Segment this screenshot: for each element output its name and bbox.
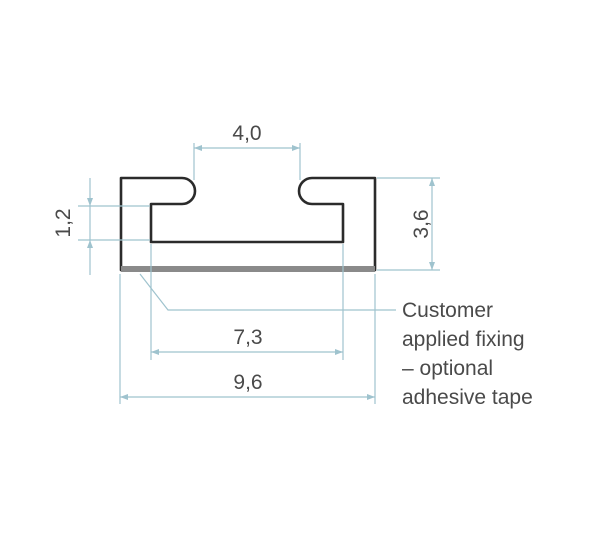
profile-outline xyxy=(119,176,377,272)
total-height-label: 3,6 xyxy=(410,209,433,238)
inner-width-label: 7,3 xyxy=(233,326,262,349)
callout-line-2: applied fixing xyxy=(402,328,525,351)
callout-line-4: adhesive tape xyxy=(402,386,533,409)
slot-width-label: 4,0 xyxy=(232,122,261,145)
total-width-dimension: 9,6 xyxy=(120,371,375,400)
slot-width-dimension: 4,0 xyxy=(193,122,301,180)
callout-leader xyxy=(139,273,396,311)
callout-line-1: Customer xyxy=(402,299,493,322)
lip-height-dimension: 1,2 xyxy=(52,178,150,275)
adhesive-tape xyxy=(121,266,375,272)
callout-line-3: – optional xyxy=(402,357,493,380)
inner-width-dimension: 7,3 xyxy=(151,326,343,355)
total-width-label: 9,6 xyxy=(233,371,262,394)
total-height-dimension: 3,6 xyxy=(377,177,440,271)
callout-note: Customer applied fixing – optional adhes… xyxy=(402,299,533,409)
lip-height-label: 1,2 xyxy=(52,208,75,237)
